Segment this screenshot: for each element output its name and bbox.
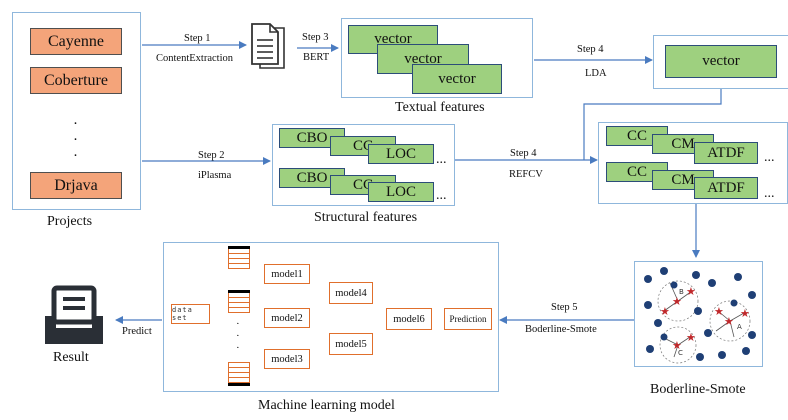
ml-model-caption: Machine learning model — [258, 398, 395, 413]
predict-label: Predict — [122, 326, 152, 337]
data-stack-icon — [228, 362, 250, 386]
structural-features-caption: Structural features — [314, 210, 418, 225]
structural-ellipsis-2: ... — [436, 188, 447, 203]
svg-text:★: ★ — [686, 331, 696, 344]
ml-model3: model3 — [264, 349, 310, 369]
ml-model2: model2 — [264, 308, 310, 328]
printer-icon — [42, 284, 106, 348]
structural-loc-2: LOC — [368, 182, 434, 202]
selected-atdf-2: ATDF — [694, 177, 758, 199]
structural-cbo-1: CBO — [279, 128, 345, 148]
ml-model-panel — [163, 242, 499, 392]
smote-cluster-c: C — [678, 349, 683, 357]
structural-ellipsis-1: ... — [436, 152, 447, 167]
project-item-drjava: Drjava — [30, 172, 122, 199]
ml-stack-ellipsis: · · · — [236, 318, 240, 354]
step5-method: Boderline-Smote — [525, 324, 597, 335]
structural-loc-1: LOC — [368, 144, 434, 164]
smote-cluster-b: B — [679, 288, 684, 296]
svg-text:★: ★ — [740, 307, 750, 320]
data-stack-icon — [228, 290, 250, 314]
step3-method: BERT — [303, 52, 330, 63]
step4-refcv-method: REFCV — [509, 169, 543, 180]
svg-text:★: ★ — [672, 339, 682, 352]
selected-ellipsis-1: ... — [764, 150, 775, 165]
step3-label: Step 3 — [302, 32, 329, 43]
document-icon — [248, 22, 296, 72]
svg-text:★: ★ — [686, 285, 696, 298]
ml-prediction: Prediction — [444, 308, 492, 330]
ml-model5: model5 — [329, 333, 373, 355]
textual-vector-3: vector — [412, 64, 502, 94]
step2-method: iPlasma — [198, 170, 232, 181]
step4-lda-method: LDA — [585, 68, 607, 79]
step5-label: Step 5 — [551, 302, 578, 313]
projects-caption: Projects — [47, 214, 93, 229]
svg-text:★: ★ — [714, 305, 724, 318]
ml-model4: model4 — [329, 282, 373, 304]
data-stack-icon — [228, 246, 250, 270]
projects-ellipsis: · · · — [73, 116, 78, 164]
smote-cluster-a: A — [737, 323, 742, 331]
project-item-cayenne: Cayenne — [30, 28, 122, 55]
result-caption: Result — [53, 350, 89, 365]
selected-ellipsis-2: ... — [764, 186, 775, 201]
step4-lda-label: Step 4 — [577, 44, 604, 55]
project-item-coberture: Coberture — [30, 67, 122, 94]
arrow-lda-to-selection — [583, 89, 722, 160]
selected-atdf-1: ATDF — [694, 142, 758, 164]
ml-model1: model1 — [264, 264, 310, 284]
step1-method: ContentExtraction — [156, 53, 233, 64]
smote-caption: Boderline-Smote — [650, 382, 746, 397]
svg-text:★: ★ — [660, 305, 670, 318]
svg-text:★: ★ — [724, 315, 734, 328]
smote-scatter: ★★★ ★★★ ★★ B A C — [644, 267, 756, 364]
step1-label: Step 1 — [184, 33, 211, 44]
textual-features-caption: Textual features — [395, 100, 485, 115]
lda-vector: vector — [665, 45, 777, 78]
ml-model6: model6 — [386, 308, 432, 330]
step4-refcv-label: Step 4 — [510, 148, 537, 159]
step2-label: Step 2 — [198, 150, 225, 161]
svg-text:★: ★ — [672, 295, 682, 308]
ml-dataset: data set — [171, 304, 210, 324]
